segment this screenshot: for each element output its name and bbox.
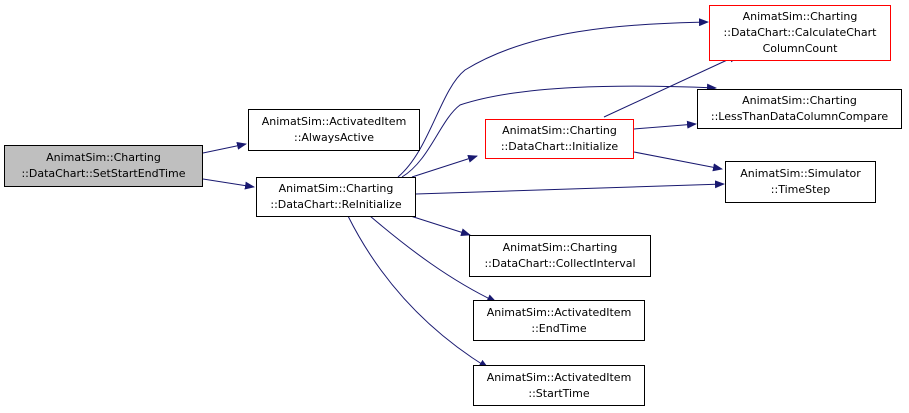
node-calculatechart-line2: ::DataChart::CalculateChart [723, 26, 877, 39]
edge-reinitialize-starttime [347, 215, 489, 369]
edge-initialize-timestep [633, 151, 723, 172]
edge-reinitialize-timestep [415, 180, 725, 195]
node-reinitialize[interactable]: AnimatSim::Charting ::DataChart::ReIniti… [256, 177, 416, 217]
node-alwaysactive[interactable]: AnimatSim::ActivatedItem ::AlwaysActive [248, 109, 420, 151]
node-lessthan-line1: AnimatSim::Charting [742, 94, 857, 107]
node-setstartendtime-line1: AnimatSim::Charting [46, 151, 161, 164]
node-collectinterval-line2: ::DataChart::CollectInterval [484, 257, 636, 270]
node-alwaysactive-line1: AnimatSim::ActivatedItem [261, 115, 407, 128]
node-timestep-line2: ::TimeStep [770, 183, 831, 196]
node-collectinterval-line1: AnimatSim::Charting [502, 241, 618, 254]
node-alwaysactive-line2: ::AlwaysActive [294, 131, 374, 144]
node-initialize[interactable]: AnimatSim::Charting ::DataChart::Initial… [485, 119, 634, 159]
node-starttime[interactable]: AnimatSim::ActivatedItem ::StartTime [473, 365, 645, 406]
node-calculatechart-line1: AnimatSim::Charting [742, 10, 858, 23]
node-setstartendtime[interactable]: AnimatSim::Charting ::DataChart::SetStar… [4, 145, 203, 187]
node-timestep[interactable]: AnimatSim::Simulator ::TimeStep [725, 161, 876, 203]
node-collectinterval[interactable]: AnimatSim::Charting ::DataChart::Collect… [469, 235, 651, 277]
node-initialize-line2: ::DataChart::Initialize [500, 140, 619, 153]
node-starttime-line1: AnimatSim::ActivatedItem [486, 370, 632, 384]
node-lessthandatacolumncompare[interactable]: AnimatSim::Charting ::LessThanDataColumn… [697, 89, 902, 129]
edge-reinitialize-lessthan [401, 83, 717, 178]
edge-setstartendtime-reinitialize [202, 178, 255, 190]
edge-reinitialize-endtime [369, 215, 497, 303]
edge-initialize-lessthan [633, 120, 697, 130]
node-endtime-line1: AnimatSim::ActivatedItem [486, 305, 632, 319]
edge-reinitialize-initialize [411, 154, 478, 178]
node-starttime-line2: ::StartTime [528, 386, 590, 400]
node-setstartendtime-line2: ::DataChart::SetStartEndTime [21, 167, 186, 180]
edge-reinitialize-calculatechart [397, 18, 709, 178]
node-calculatechart-line3: ColumnCount [762, 42, 838, 55]
node-endtime[interactable]: AnimatSim::ActivatedItem ::EndTime [473, 300, 645, 341]
node-calculatechartcolumncount[interactable]: AnimatSim::Charting ::DataChart::Calcula… [709, 5, 891, 61]
node-initialize-line1: AnimatSim::Charting [502, 124, 617, 137]
edge-setstartendtime-alwaysactive [202, 141, 247, 154]
node-lessthan-line2: ::LessThanDataColumnCompare [710, 110, 889, 123]
node-timestep-line1: AnimatSim::Simulator [740, 167, 861, 180]
node-reinitialize-line2: ::DataChart::ReInitialize [270, 198, 402, 211]
node-endtime-line2: ::EndTime [531, 321, 587, 335]
edge-initialize-calculatechart [603, 54, 739, 118]
node-reinitialize-line1: AnimatSim::Charting [278, 182, 394, 195]
